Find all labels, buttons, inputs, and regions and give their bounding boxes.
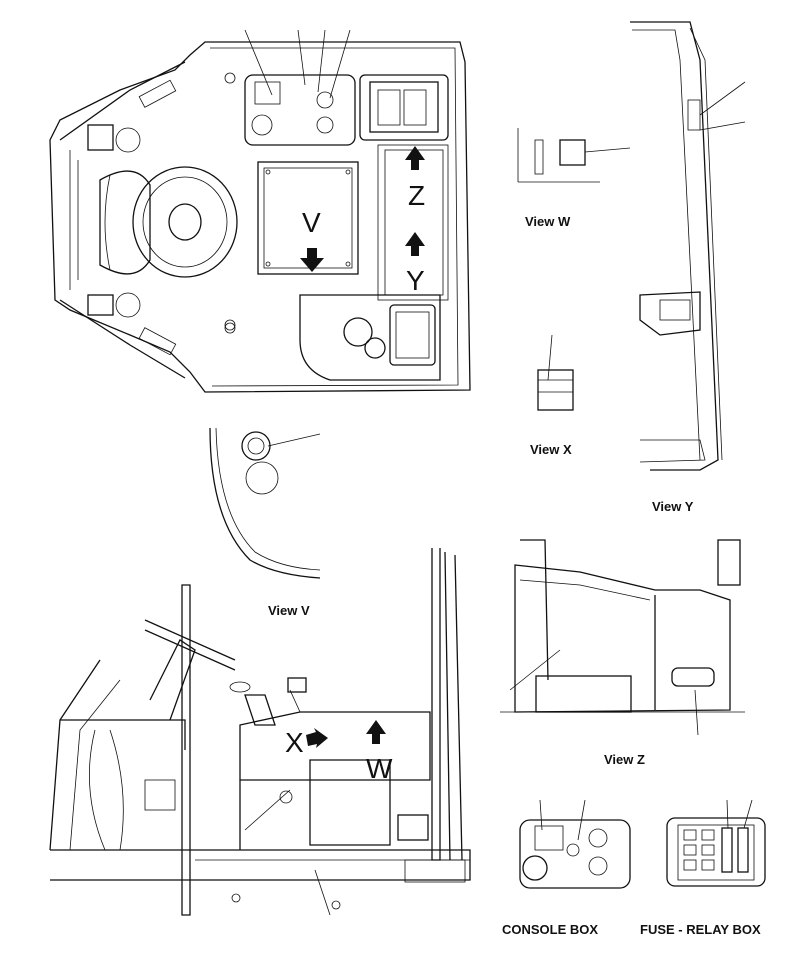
view-z-label: View Z — [604, 752, 645, 767]
arrow-v: V — [300, 207, 324, 272]
arrow-x: X — [285, 727, 328, 758]
view-y-label: View Y — [652, 499, 694, 514]
view-v-detail — [209, 427, 321, 579]
arrow-z: Z — [405, 146, 425, 211]
view-x-detail — [537, 334, 574, 411]
svg-text:Z: Z — [408, 180, 425, 211]
console-box-detail — [519, 799, 631, 889]
view-w-label: View W — [525, 214, 571, 229]
cab-plan-view — [49, 29, 471, 393]
fuse-relay-box-detail — [666, 799, 766, 887]
svg-text:X: X — [285, 727, 304, 758]
svg-text:V: V — [302, 207, 321, 238]
arrow-w: W — [366, 720, 393, 784]
view-z-detail — [500, 539, 745, 736]
view-x-label: View X — [530, 442, 572, 457]
view-w-detail — [517, 128, 631, 183]
view-y-detail — [630, 21, 746, 471]
cab-side-view — [49, 548, 471, 916]
console-box-label: CONSOLE BOX — [502, 922, 598, 937]
view-v-label: View V — [268, 603, 310, 618]
fuse-relay-box-label: FUSE - RELAY BOX — [640, 922, 761, 937]
svg-text:Y: Y — [406, 265, 425, 296]
svg-text:W: W — [366, 753, 393, 784]
arrow-y: Y — [405, 232, 425, 296]
